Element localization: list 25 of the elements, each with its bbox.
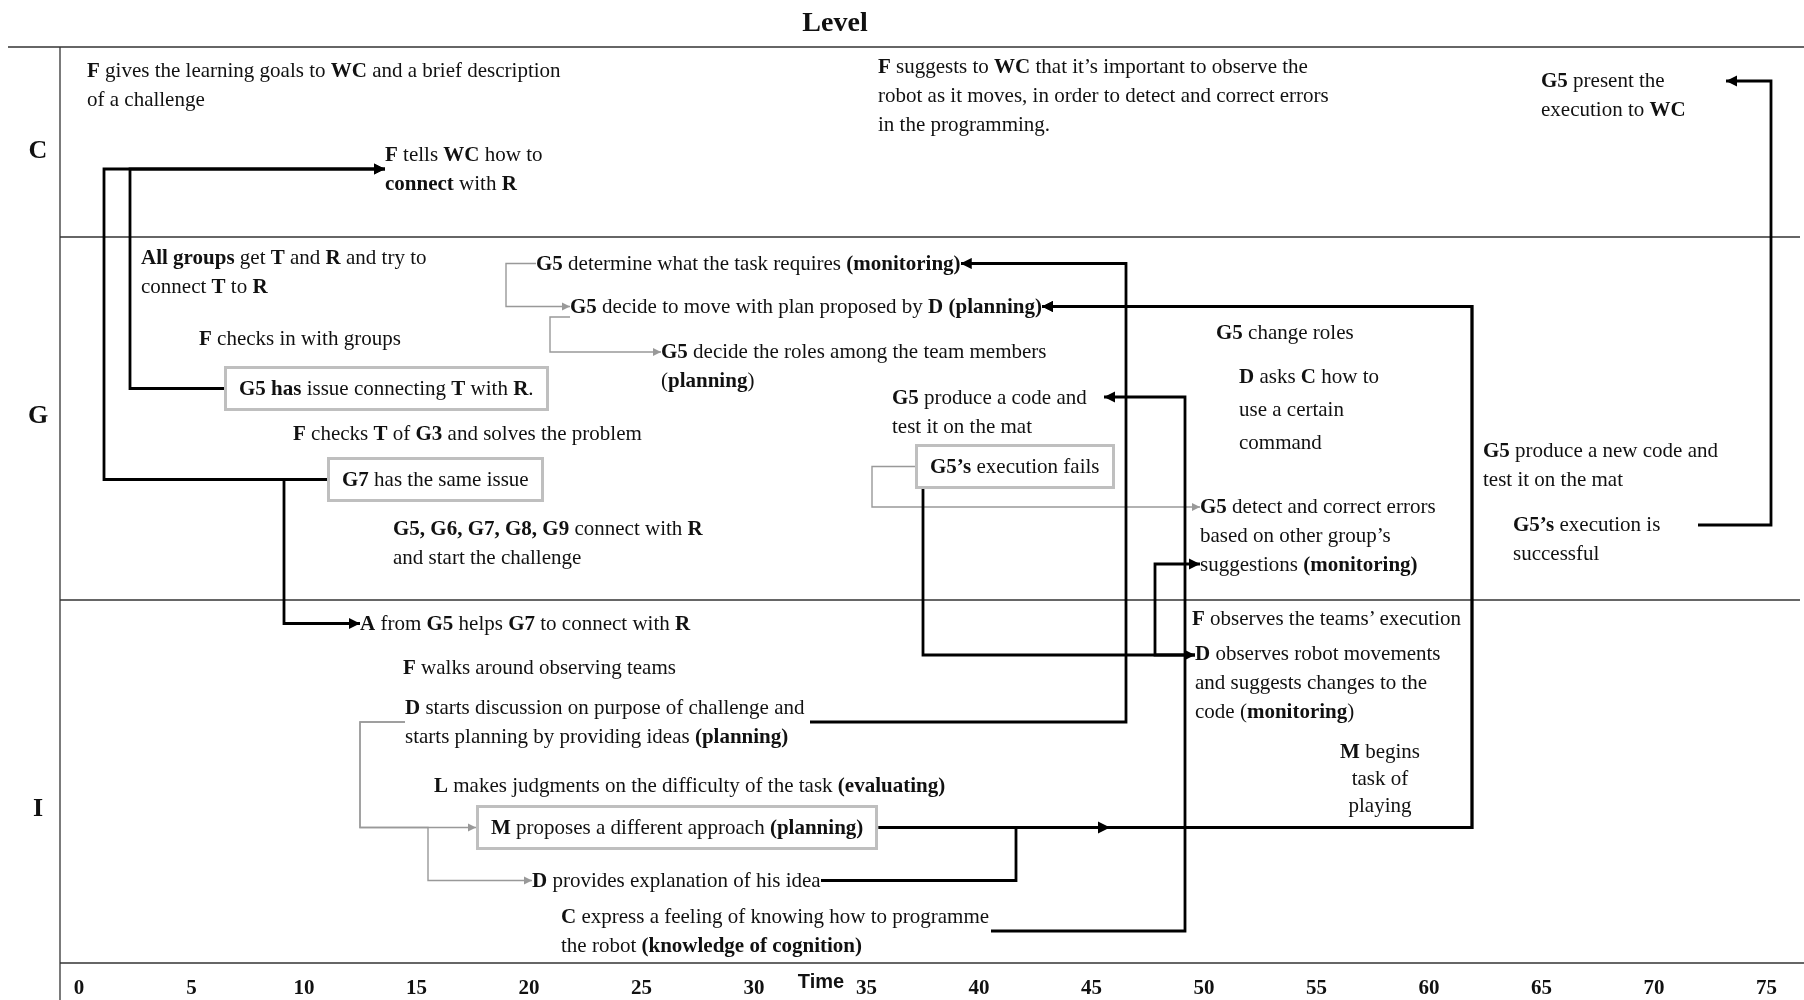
tick-label: 65 <box>1531 976 1552 998</box>
tick-label: 30 <box>743 976 765 998</box>
tick-label: 20 <box>518 976 540 998</box>
event-box: G5 has issue connecting T with R. <box>224 366 549 411</box>
tick-label: 55 <box>1306 976 1327 998</box>
tick-label: 45 <box>1081 976 1102 998</box>
event-box: G7 has the same issue <box>327 457 544 502</box>
tick-label: 35 <box>856 976 877 998</box>
event-box: G5’s execution fails <box>915 444 1115 489</box>
tick-label: 15 <box>406 976 427 998</box>
title: Level <box>801 6 869 38</box>
level-label: C <box>28 137 48 163</box>
tick-label: 5 <box>186 976 197 998</box>
tick-label: 10 <box>293 976 315 998</box>
axis-title: Time <box>797 971 845 991</box>
tick-label: 0 <box>73 976 85 998</box>
tick-label: 50 <box>1193 976 1215 998</box>
event-box: M proposes a different approach (planning) <box>476 805 879 850</box>
tick-label: 70 <box>1643 976 1665 998</box>
level-label: G <box>27 402 49 428</box>
level-label: I <box>32 795 44 821</box>
tick-label: 25 <box>631 976 652 998</box>
tick-label: 60 <box>1418 976 1440 998</box>
tick-label: 40 <box>968 976 990 998</box>
tick-label: 75 <box>1756 976 1777 998</box>
